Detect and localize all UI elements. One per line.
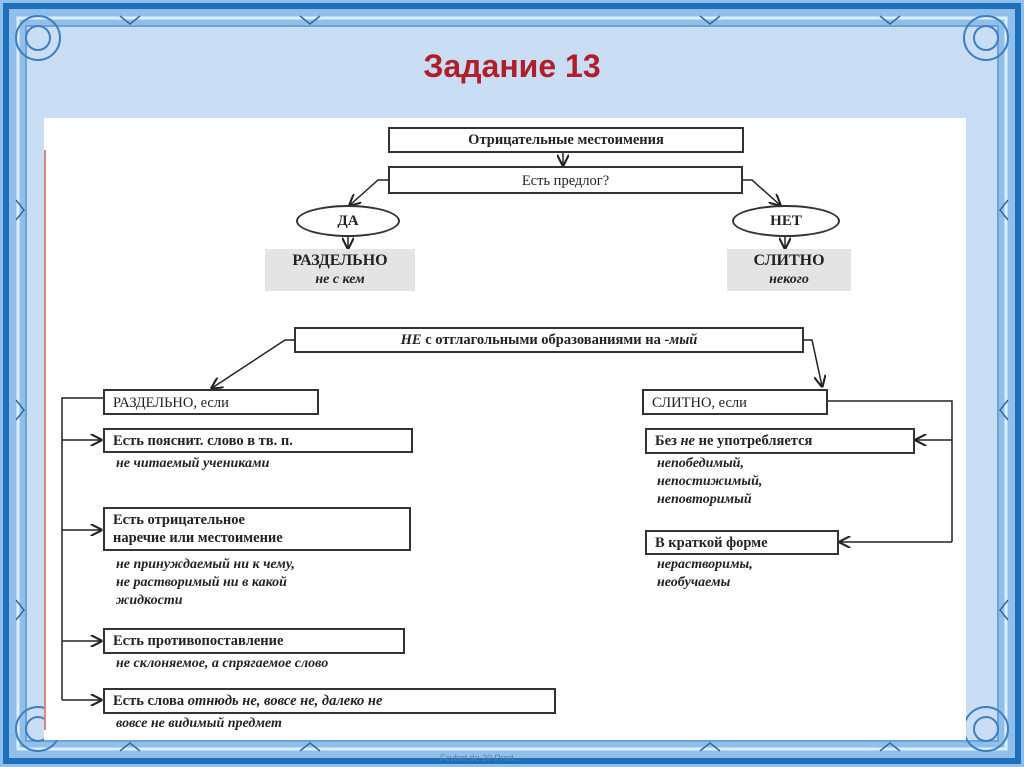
left-rule-4-italic: отнюдь не, вовсе не, далеко не: [188, 693, 383, 709]
preposition-question-box: Есть предлог?: [388, 166, 743, 194]
myj-suffix: -мый: [664, 332, 697, 348]
left-rule-4-prefix: Есть слова: [113, 693, 188, 709]
ne-root-text: с отглагольными образованиями на: [422, 332, 665, 348]
separate-if-header: РАЗДЕЛЬНО, если: [103, 389, 319, 415]
joined-if-header: СЛИТНО, если: [642, 389, 828, 415]
right-rule-2: В краткой форме: [645, 530, 839, 555]
left-rule-4: Есть слова отнюдь не, вовсе не, далеко н…: [103, 688, 556, 714]
joined-result: СЛИТНО некого: [727, 249, 851, 291]
left-example-1: не читаемый учениками: [116, 455, 269, 473]
footer-text: Fcvbot.de 20 Prod...: [440, 753, 521, 763]
separate-example: не с кем: [265, 271, 415, 289]
left-example-3: не склоняемое, а спрягаемое слово: [116, 655, 328, 673]
right-example-1: непобедимый, непостижимый, неповторимый: [657, 455, 762, 509]
right-rule-1-italic: не: [680, 433, 695, 449]
left-rule-1: Есть пояснит. слово в тв. п.: [103, 428, 413, 453]
separate-label: РАЗДЕЛЬНО: [265, 249, 415, 271]
left-rule-2: Есть отрицательное наречие или местоимен…: [103, 507, 411, 551]
left-example-2: не принуждаемый ни к чему, не растворимы…: [116, 556, 295, 610]
right-rule-1-rest: не употребляется: [695, 433, 812, 449]
left-example-4: вовсе не видимый предмет: [116, 715, 282, 733]
joined-label: СЛИТНО: [727, 249, 851, 271]
separate-result: РАЗДЕЛЬНО не с кем: [265, 249, 415, 291]
joined-example: некого: [727, 271, 851, 289]
ne-participles-box: НЕ с отглагольными образованиями на -мый: [294, 327, 804, 353]
negative-pronouns-box: Отрицательные местоимения: [388, 127, 744, 153]
right-rule-1-prefix: Без: [655, 433, 680, 449]
right-rule-1: Без не не употребляется: [645, 428, 915, 454]
left-rule-3: Есть противопоставление: [103, 628, 405, 654]
right-example-2: нерастворимы, необучаемы: [657, 556, 753, 592]
no-oval: НЕТ: [732, 205, 840, 237]
ne-prefix: НЕ: [401, 332, 422, 348]
yes-oval: ДА: [296, 205, 400, 237]
